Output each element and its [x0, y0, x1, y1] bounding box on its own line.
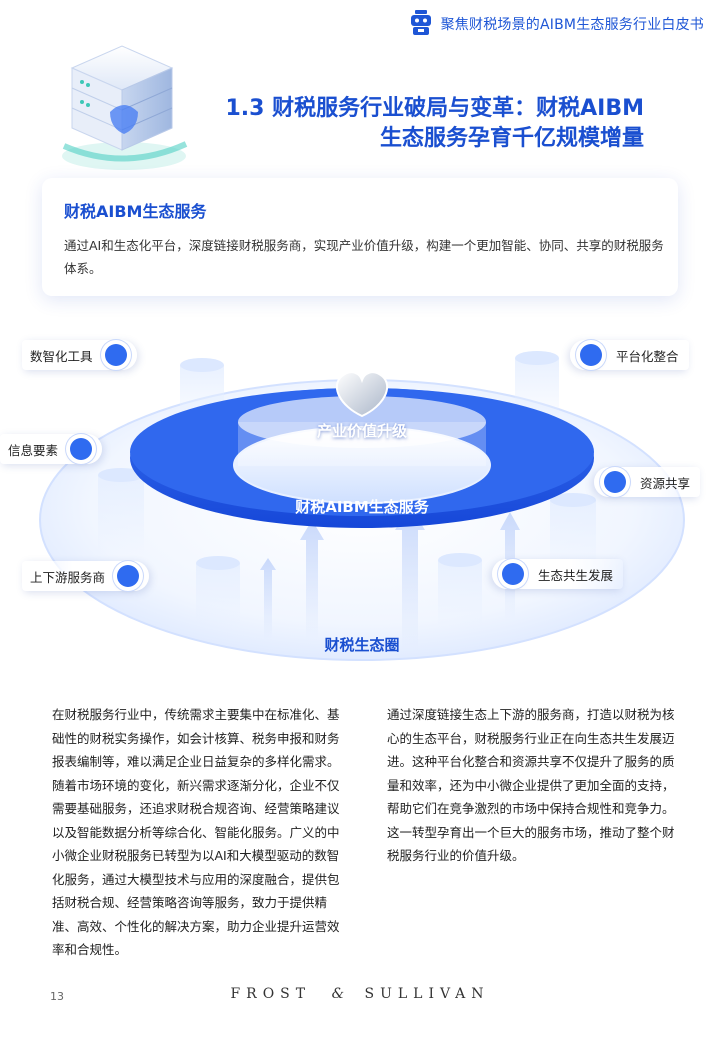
brand-ampersand: &: [331, 986, 345, 1002]
factor-label: 数智化工具: [30, 348, 93, 364]
factor-label: 生态共生发展: [538, 567, 614, 583]
summary-card: 财税AIBM生态服务 通过AI和生态化平台，深度链接财税服务商，实现产业价值升级…: [42, 178, 678, 296]
factor-providers: 上下游服务商: [22, 561, 150, 591]
center-label: 产业价值升级: [316, 422, 407, 440]
factor-label: 上下游服务商: [30, 569, 106, 585]
robot-icon: [410, 10, 431, 35]
decorative-cylinders: [98, 351, 596, 633]
brand-left: FROST: [230, 986, 312, 1002]
factor-symbiosis: 生态共生发展: [492, 559, 624, 589]
factor-resource-sharing: 资源共享: [594, 467, 701, 497]
card-body: 通过AI和生态化平台，深度链接财税服务商，实现产业价值升级，构建一个更加智能、协…: [64, 238, 664, 276]
ring-label: 财税AIBM生态服务: [295, 498, 429, 516]
factor-digital-tools: 数智化工具: [22, 340, 137, 370]
bullet-icon: [70, 438, 93, 460]
bullet-icon: [104, 344, 127, 366]
factor-label: 平台化整合: [616, 348, 679, 364]
header-title: 聚焦财税场景的AIBM生态服务行业白皮书: [440, 17, 704, 33]
heart-icon: [335, 371, 389, 418]
ecosystem-label: 财税生态圈: [324, 636, 400, 654]
card-title: 财税AIBM生态服务: [64, 202, 207, 221]
bullet-icon: [604, 471, 626, 493]
section-title: 1.3 财税服务行业破局与变革：财税AIBM 生态服务孕育千亿规模增量: [225, 94, 644, 154]
page-number: 13: [50, 990, 64, 1003]
growth-arrows: [260, 506, 520, 650]
body-right-column: 通过深度链接生态上下游的服务商，打造以财税为核心的生态平台，财税服务行业正在向生…: [387, 707, 675, 863]
bullet-icon: [502, 563, 524, 585]
bullet-icon: [117, 565, 140, 587]
server-illustration: [62, 45, 188, 170]
bullet-icon: [580, 344, 602, 366]
section-title-line2: 生态服务孕育千亿规模增量: [379, 126, 644, 151]
factor-platform: 平台化整合: [570, 340, 689, 370]
section-title-line1: 1.3 财税服务行业破局与变革：财税AIBM: [225, 96, 644, 121]
ecosystem-graphic: [39, 351, 685, 661]
page-header: 聚焦财税场景的AIBM生态服务行业白皮书: [409, 10, 704, 38]
factor-information: 信息要素: [0, 434, 103, 464]
factor-label: 资源共享: [640, 475, 691, 491]
brand-right: SULLIVAN: [364, 986, 490, 1002]
body-left-column: 在财税服务行业中，传统需求主要集中在标准化、基础性的财税实务操作，如会计核算、税…: [52, 707, 340, 957]
brand-logo: FROST & SULLIVAN: [0, 986, 720, 1002]
factor-label: 信息要素: [8, 442, 59, 458]
ecosystem-diagram: 产业价值升级 财税AIBM生态服务 财税生态圈 数智化工具 信息要素 上下游服务…: [0, 320, 720, 680]
